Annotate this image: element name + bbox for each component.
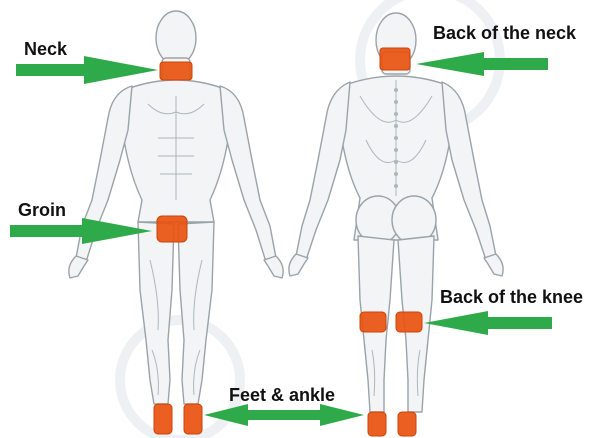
back-right-arm [442,82,496,260]
highlight-back-foot-right [398,412,416,436]
arrow-back-of-neck [416,52,548,76]
highlight-back-foot-left [368,412,386,436]
arrows [10,52,552,426]
highlight-front-foot-left [154,404,172,434]
highlight-groin [157,216,187,242]
highlight-back-of-neck [380,48,410,70]
label-feet-ankle: Feet & ankle [229,385,335,405]
label-back-of-neck: Back of the neck [433,23,576,43]
front-right-arm [220,86,276,262]
arrow-neck [16,56,158,84]
label-neck: Neck [24,39,67,59]
label-groin: Groin [18,200,66,220]
front-right-leg [178,222,214,404]
highlight-neck [160,62,192,80]
label-back-of-knee: Back of the knee [440,287,583,307]
front-left-leg [138,222,174,404]
back-left-arm [296,82,350,260]
highlight-back-knee-right [396,312,422,332]
front-head [156,11,196,65]
highlight-front-foot-right [184,404,202,434]
highlight-back-knee-left [360,312,386,332]
arrow-back-of-knee [424,311,552,335]
